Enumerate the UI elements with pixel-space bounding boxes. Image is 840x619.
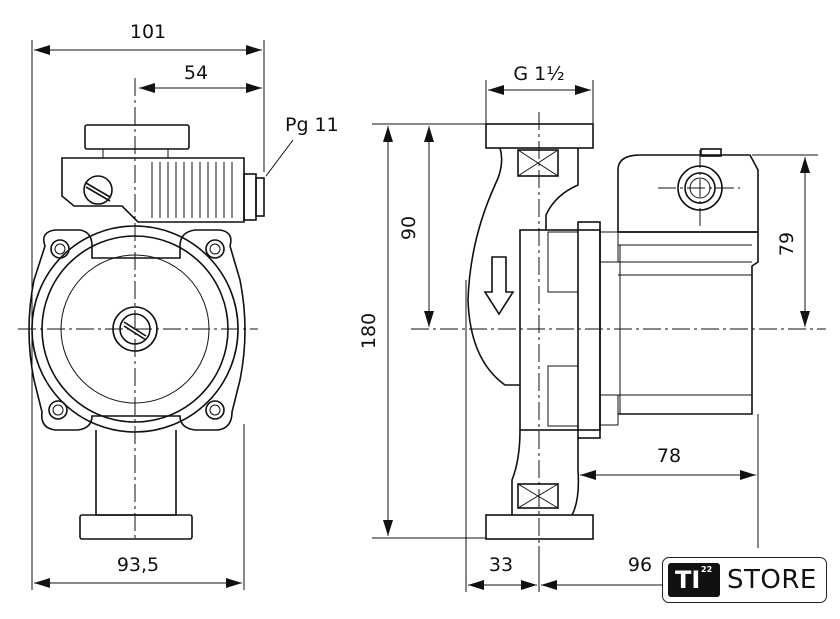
dim-96 (541, 580, 664, 590)
dim-label-33: 33 (489, 554, 513, 576)
logo-superscript: 22 (701, 565, 713, 574)
pump-body-outline (28, 229, 246, 431)
dim-78 (577, 414, 759, 548)
dim-label-101: 101 (130, 21, 166, 43)
stator-inner (41, 235, 229, 423)
dim-label-96: 96 (628, 554, 652, 576)
dim-101 (31, 40, 265, 590)
dim-label-93-5: 93,5 (117, 554, 159, 576)
dim-33 (465, 280, 540, 592)
side-bottom-flange (485, 514, 594, 540)
mounting-holes (48, 239, 225, 420)
top-cap (84, 124, 190, 150)
vent-plug (112, 306, 158, 352)
cable-gland-side (677, 165, 723, 211)
lower-pipe (95, 430, 177, 516)
motor-ribs (618, 244, 752, 396)
logo-mark: TI 22 (668, 563, 720, 597)
logo-store-text: STORE (727, 565, 817, 595)
dim-g1-1-2 (485, 80, 594, 124)
housing-flange (519, 229, 601, 431)
terminal-screw (83, 175, 113, 205)
motor-housing (618, 231, 759, 415)
dim-label-90: 90 (398, 216, 420, 240)
dim-label-180: 180 (358, 313, 380, 349)
ti22-store-logo: TI 22 STORE (662, 557, 827, 603)
terminal-box-ribs (151, 162, 233, 218)
flow-direction-arrow (483, 256, 515, 316)
dim-label-79: 79 (776, 232, 798, 256)
dim-180 (372, 123, 486, 539)
dim-label-78: 78 (657, 445, 681, 467)
dim-label-54: 54 (184, 62, 208, 84)
front-view (18, 78, 265, 540)
terminal-box (61, 157, 245, 223)
side-view (411, 112, 826, 546)
dim-label-thread: G 1½ (513, 63, 564, 85)
logo-mark-text: TI (675, 566, 701, 594)
leader-pg11 (265, 139, 294, 177)
dim-93-5 (34, 424, 245, 590)
pipe-body-right (545, 148, 579, 230)
dim-90 (424, 126, 434, 327)
dim-54 (139, 83, 262, 93)
dim-label-pg11: Pg 11 (285, 114, 339, 136)
side-top-flange (485, 123, 594, 149)
dim-79 (752, 154, 818, 327)
terminal-housing-side (617, 154, 759, 233)
pipe-body-left (467, 147, 520, 386)
cable-gland (243, 173, 257, 221)
bottom-flange (79, 514, 193, 540)
